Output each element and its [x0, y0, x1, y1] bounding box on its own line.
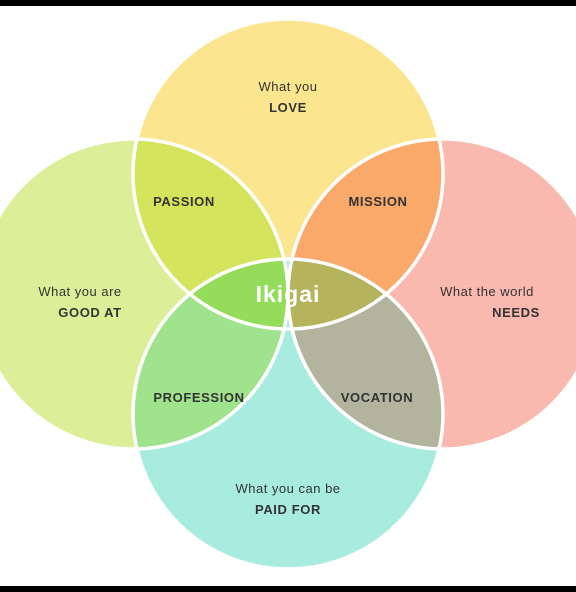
circle-outlines: [0, 17, 576, 571]
overlap-passion: [133, 139, 288, 329]
needs-label-line2: NEEDS: [492, 305, 540, 320]
overlap-vocation: [288, 259, 443, 449]
needs-label-line1: What the world: [440, 284, 534, 299]
passion-label: PASSION: [153, 194, 215, 209]
ikigai-center-label: Ikigai: [256, 281, 321, 307]
mission-label: MISSION: [348, 194, 407, 209]
love-label-line2: LOVE: [269, 100, 307, 115]
profession-label: PROFESSION: [153, 390, 244, 405]
overlap-profession: [133, 259, 288, 449]
paid-label-line2: PAID FOR: [255, 502, 321, 517]
paid-label-line1: What you can be: [235, 481, 340, 496]
overlap-mission: [288, 139, 443, 329]
ikigai-diagram: What you LOVE What you are GOOD AT What …: [0, 6, 576, 586]
good-at-label-line2: GOOD AT: [58, 305, 121, 320]
good-at-label-line1: What you are: [38, 284, 121, 299]
vocation-label: VOCATION: [341, 390, 413, 405]
ikigai-venn-svg: What you LOVE What you are GOOD AT What …: [0, 17, 576, 571]
love-label-line1: What you: [259, 79, 318, 94]
